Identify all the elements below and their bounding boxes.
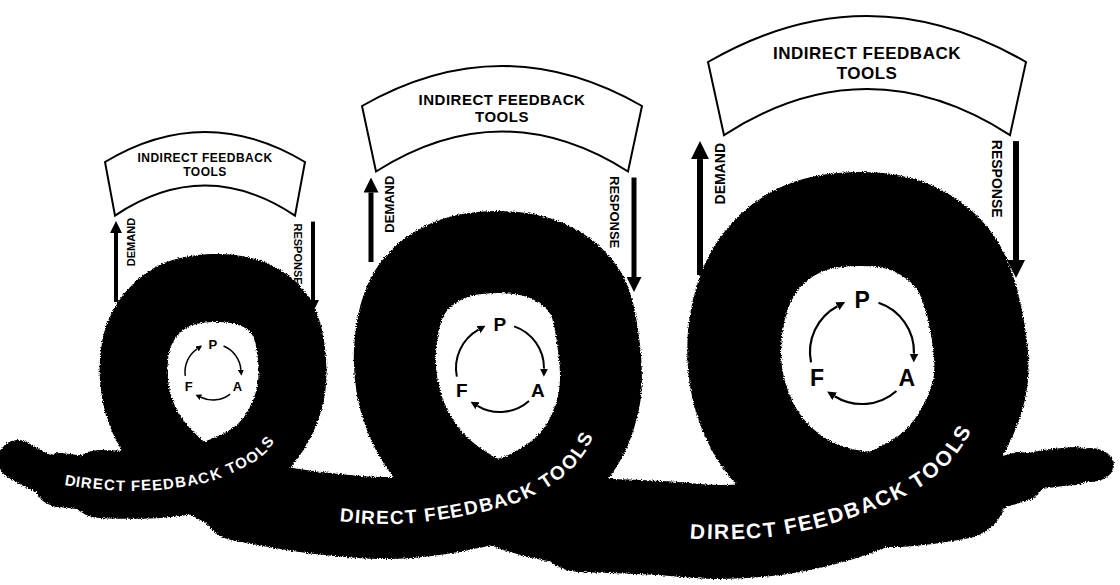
cycle-letter: A <box>899 367 916 390</box>
cycle-letter: F <box>456 381 468 400</box>
cycle-arrow <box>456 330 479 377</box>
body-label: DIRECT FEEDBACK TOOLS <box>337 428 596 528</box>
cycle-arrow <box>224 346 241 370</box>
cycle-letter: F <box>185 380 193 393</box>
body-letter: D <box>689 520 707 542</box>
response-arrow <box>632 178 637 278</box>
text-guide <box>660 320 981 532</box>
body-letter: C <box>745 519 763 541</box>
band-text: INDIRECT FEEDBACK TOOLS <box>753 44 982 83</box>
cycle-arrow <box>835 391 897 404</box>
body-letter: T <box>404 507 418 527</box>
body-letter: C <box>390 508 406 528</box>
response-arrow <box>311 222 315 300</box>
cycle-letter: P <box>855 289 870 312</box>
body-letter: E <box>730 521 746 543</box>
cycle-arrow <box>879 303 914 354</box>
body-letter: F <box>131 478 141 493</box>
indirect-feedback-band: INDIRECT FEEDBACK TOOLS <box>362 66 642 172</box>
indirect-feedback-band: INDIRECT FEEDBACK TOOLS <box>708 16 1026 135</box>
snake-body <box>580 219 982 532</box>
flow-label: RESPONSE <box>291 224 303 285</box>
text-guide <box>40 350 292 485</box>
body-letter <box>126 478 131 493</box>
flow-label: DEMAND <box>713 143 728 204</box>
body-letter: E <box>152 476 164 492</box>
indirect-feedback-band: INDIRECT FEEDBACK TOOLS <box>105 132 305 216</box>
body-label: DIRECT FEEDBACK TOOLS <box>687 421 974 544</box>
cycle-letter: A <box>531 381 545 400</box>
cycle-letter: P <box>209 338 218 351</box>
body-letter: R <box>714 521 731 542</box>
body-letter: T <box>761 518 778 541</box>
body-letter: D <box>339 506 356 526</box>
cycle-arrow <box>201 394 230 400</box>
body-letter: C <box>104 477 117 493</box>
flow-label: DEMAND <box>383 176 397 233</box>
body-letter: E <box>376 508 390 527</box>
snake-body <box>1000 466 1075 481</box>
text-guides <box>40 320 981 532</box>
snake-body-group <box>18 219 1114 532</box>
body-letter: D <box>163 475 176 491</box>
body-letter: E <box>93 476 105 492</box>
snake-head <box>1066 448 1114 482</box>
body-letter: E <box>141 477 153 492</box>
cycle-letter: F <box>810 367 824 390</box>
band-text: INDIRECT FEEDBACK TOOLS <box>401 91 603 126</box>
flow-label: RESPONSE <box>988 140 1003 218</box>
band-shape <box>105 132 305 216</box>
cycle-arrows <box>185 303 914 412</box>
cycle-letter: P <box>494 315 507 334</box>
body-letter: R <box>361 507 377 527</box>
demand-arrow <box>114 233 118 302</box>
demand-arrow <box>369 193 374 263</box>
cycle-letter: A <box>233 380 242 393</box>
body-letter: T <box>116 477 127 492</box>
flow-label: RESPONSE <box>607 176 621 248</box>
body-label: DIRECT FEEDBACK TOOLS <box>62 433 276 494</box>
cycle-arrow <box>477 401 529 412</box>
demand-arrow <box>697 159 703 275</box>
cycle-arrow <box>514 326 544 368</box>
response-arrow <box>1013 141 1019 260</box>
body-letter: I <box>706 521 714 542</box>
cycle-arrow <box>185 349 197 376</box>
body-letter: R <box>80 474 94 490</box>
band-text: INDIRECT FEEDBACK TOOLS <box>133 152 277 180</box>
band-shape <box>362 66 642 172</box>
cycle-arrow <box>810 306 837 362</box>
flow-label: DEMAND <box>125 218 137 266</box>
band-shape <box>708 16 1026 135</box>
